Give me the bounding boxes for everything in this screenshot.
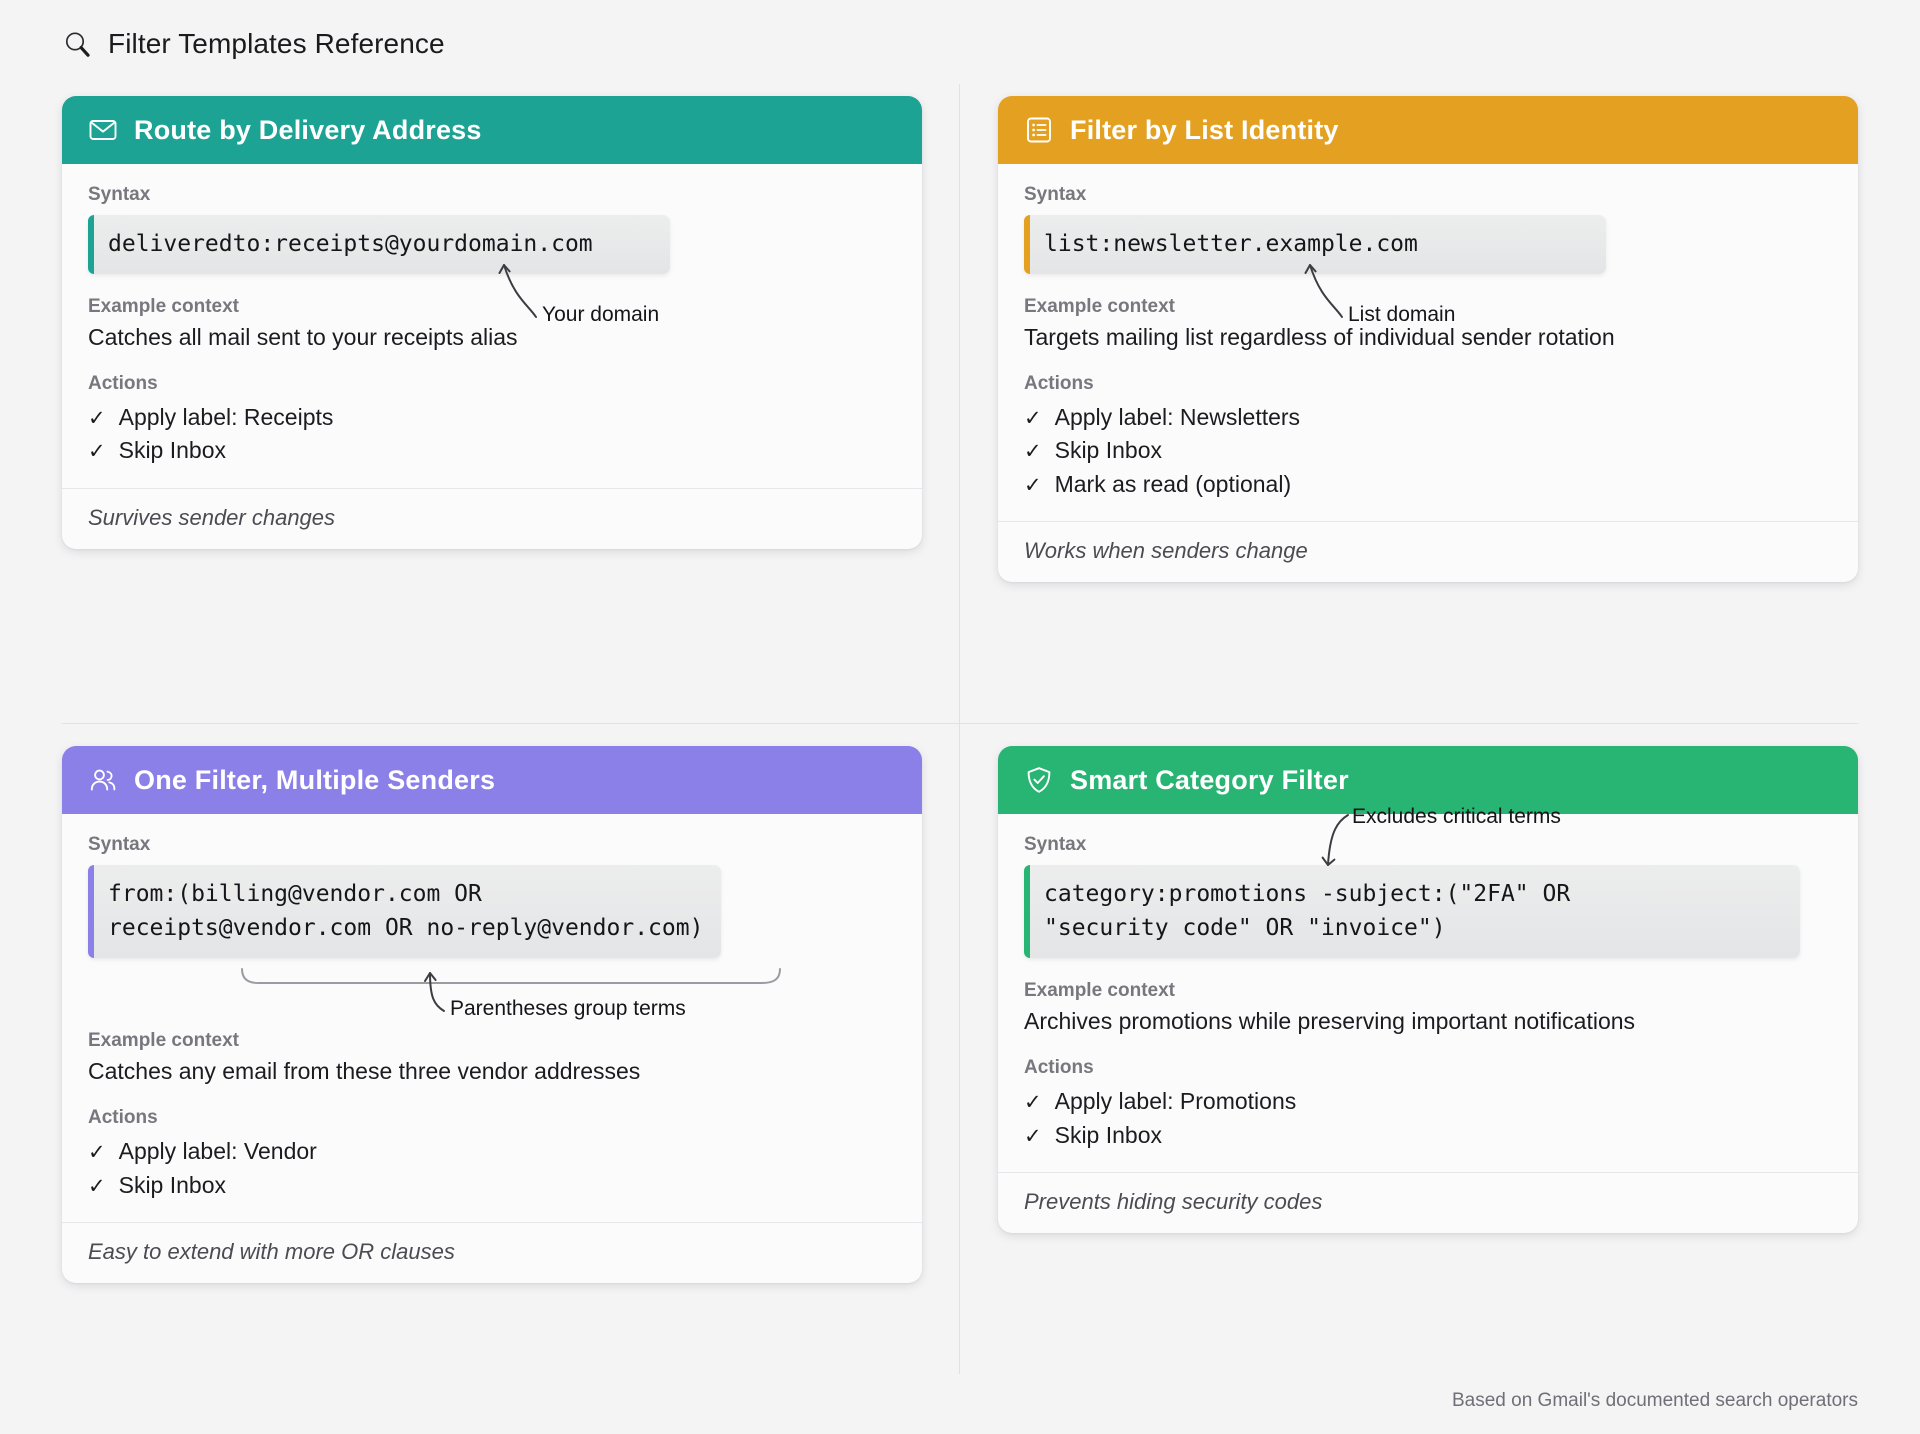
action-label: Apply label: Newsletters: [1054, 404, 1301, 431]
page-caption: Based on Gmail's documented search opera…: [1451, 1390, 1858, 1411]
actions-label: Actions: [1024, 373, 1094, 395]
actions-list: ✓ Apply label: Vendor ✓ Skip Inbox: [88, 1135, 896, 1202]
cell-filter-by-list-identity: Filter by List Identity Syntax list:news…: [960, 76, 1920, 726]
cell-route-by-delivery-address: Route by Delivery Address Syntax deliver…: [0, 76, 960, 726]
card-footer: Works when senders change: [998, 521, 1858, 582]
card-one-filter-multiple-senders[interactable]: One Filter, Multiple Senders Syntax from…: [62, 746, 922, 1283]
actions-label: Actions: [1024, 1057, 1094, 1079]
action-item: ✓ Skip Inbox: [1024, 434, 1832, 467]
card-header: One Filter, Multiple Senders: [62, 746, 922, 814]
context-label: Example context: [1024, 980, 1175, 1002]
syntax-code[interactable]: category:promotions -subject:("2FA" OR "…: [1024, 865, 1800, 959]
check-icon: ✓: [1024, 407, 1042, 431]
context-label: Example context: [1024, 296, 1175, 318]
annotation-parentheses-group-terms: Parentheses group terms: [234, 967, 794, 1027]
page-header: Filter Templates Reference: [62, 28, 445, 60]
action-item: ✓ Apply label: Receipts: [88, 401, 896, 434]
check-icon: ✓: [88, 1174, 106, 1198]
card-body: Syntax category:promotions -subject:("2F…: [998, 805, 1858, 1172]
card-filter-by-list-identity[interactable]: Filter by List Identity Syntax list:news…: [998, 96, 1858, 583]
people-icon: [88, 765, 118, 795]
card-footer: Prevents hiding security codes: [998, 1171, 1858, 1233]
card-body: Syntax from:(billing@vendor.com OR recei…: [62, 814, 922, 1222]
actions-list: ✓ Apply label: Receipts ✓ Skip Inbox: [88, 401, 896, 468]
syntax-block: category:promotions -subject:("2FA" OR "…: [1024, 805, 1832, 959]
action-item: ✓ Apply label: Vendor: [88, 1135, 896, 1168]
cell-smart-category-filter: Smart Category Filter Syntax category:pr…: [960, 726, 1920, 1376]
check-icon: ✓: [1024, 440, 1042, 464]
context-label: Example context: [88, 296, 239, 318]
action-label: Skip Inbox: [1054, 1121, 1163, 1148]
check-icon: ✓: [1024, 1091, 1042, 1115]
context-text: Catches any email from these three vendo…: [88, 1058, 641, 1085]
check-icon: ✓: [1024, 1124, 1042, 1148]
context-label: Example context: [88, 1030, 239, 1052]
action-item: ✓ Apply label: Newsletters: [1024, 401, 1832, 434]
action-item: ✓ Skip Inbox: [88, 1169, 896, 1202]
actions-list: ✓ Apply label: Promotions ✓ Skip Inbox: [1024, 1085, 1832, 1152]
action-item: ✓ Skip Inbox: [1024, 1119, 1832, 1152]
card-title: Route by Delivery Address: [134, 114, 482, 145]
syntax-code[interactable]: from:(billing@vendor.com OR receipts@ven…: [88, 865, 722, 959]
context-text: Catches all mail sent to your receipts a…: [88, 324, 518, 351]
syntax-label: Syntax: [88, 834, 151, 855]
card-title: Smart Category Filter: [1070, 764, 1349, 795]
card-header: Smart Category Filter: [998, 746, 1858, 814]
grid-vertical-divider: [959, 84, 960, 1374]
page-title: Filter Templates Reference: [108, 28, 445, 59]
syntax-code[interactable]: list:newsletter.example.com: [1024, 215, 1606, 275]
search-icon: [62, 29, 92, 59]
syntax-label: Syntax: [1024, 184, 1087, 205]
card-header: Route by Delivery Address: [62, 96, 922, 164]
card-footer: Easy to extend with more OR clauses: [62, 1221, 922, 1283]
syntax-label: Syntax: [88, 184, 151, 205]
card-header: Filter by List Identity: [998, 96, 1858, 164]
action-item: ✓ Skip Inbox: [88, 434, 896, 467]
annotation-label: Parentheses group terms: [450, 997, 686, 1020]
action-label: Skip Inbox: [1054, 437, 1163, 464]
context-text: Targets mailing list regardless of indiv…: [1024, 324, 1615, 351]
syntax-block: deliveredto:receipts@yourdomain.com Your…: [88, 215, 896, 326]
action-item: ✓ Mark as read (optional): [1024, 468, 1832, 501]
list-icon: [1024, 115, 1054, 145]
syntax-label: Syntax: [1024, 834, 1087, 855]
card-body: Syntax deliveredto:receipts@yourdomain.c…: [62, 164, 922, 488]
card-footer: Survives sender changes: [62, 487, 922, 549]
syntax-block: list:newsletter.example.com List domain: [1024, 215, 1832, 326]
actions-label: Actions: [88, 373, 158, 395]
card-title: One Filter, Multiple Senders: [134, 764, 496, 795]
syntax-code[interactable]: deliveredto:receipts@yourdomain.com: [88, 215, 670, 275]
action-label: Skip Inbox: [118, 1171, 227, 1198]
actions-list: ✓ Apply label: Newsletters ✓ Skip Inbox ✓ M…: [1024, 401, 1832, 501]
actions-label: Actions: [88, 1107, 158, 1129]
card-body: Syntax list:newsletter.example.com List …: [998, 164, 1858, 521]
shield-check-icon: [1024, 765, 1054, 795]
action-item: ✓ Apply label: Promotions: [1024, 1085, 1832, 1118]
envelope-icon: [88, 115, 118, 145]
card-title: Filter by List Identity: [1070, 114, 1339, 145]
grid-horizontal-divider: [62, 723, 1858, 724]
action-label: Mark as read (optional): [1054, 470, 1292, 497]
action-label: Skip Inbox: [118, 437, 227, 464]
action-label: Apply label: Receipts: [118, 404, 334, 431]
check-icon: ✓: [88, 407, 106, 431]
check-icon: ✓: [1024, 473, 1042, 497]
action-label: Apply label: Vendor: [118, 1138, 317, 1165]
check-icon: ✓: [88, 1141, 106, 1165]
cell-one-filter-multiple-senders: One Filter, Multiple Senders Syntax from…: [0, 726, 960, 1376]
check-icon: ✓: [88, 440, 106, 464]
context-text: Archives promotions while preserving imp…: [1024, 1008, 1636, 1035]
syntax-block: from:(billing@vendor.com OR receipts@ven…: [88, 865, 896, 1020]
action-label: Apply label: Promotions: [1054, 1088, 1297, 1115]
cards-grid: Route by Delivery Address Syntax deliver…: [0, 76, 1920, 1376]
card-smart-category-filter[interactable]: Smart Category Filter Syntax category:pr…: [998, 746, 1858, 1233]
card-route-by-delivery-address[interactable]: Route by Delivery Address Syntax deliver…: [62, 96, 922, 549]
